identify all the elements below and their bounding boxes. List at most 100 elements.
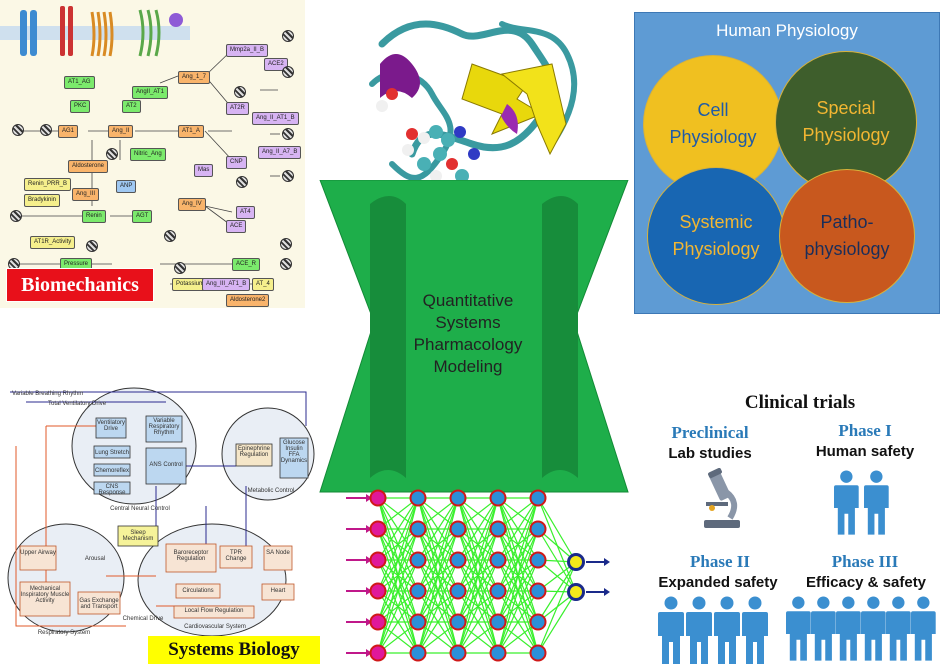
hidden-node — [529, 551, 547, 569]
network-edge — [417, 528, 459, 654]
network-edge — [377, 497, 419, 592]
network-edge — [377, 590, 419, 654]
person-icon — [834, 470, 859, 535]
systems-biology-label: Systems Biology — [148, 636, 320, 664]
qsp-line: Systems — [435, 313, 501, 332]
diagram-label: Glucose Insulin FFA Dynamics — [280, 440, 308, 464]
phase-subtitle: Efficacy & safety — [805, 574, 927, 591]
output-arrow-head — [604, 588, 610, 596]
hidden-node — [489, 582, 507, 600]
input-node — [369, 582, 387, 600]
pathway-node: AT1_A — [178, 125, 204, 138]
diagram-label: Total Ventilatory Drive — [48, 401, 107, 407]
person-icon — [714, 596, 740, 664]
pathway-node: Ang_III_AT1_B — [202, 278, 251, 291]
person-icon — [742, 596, 768, 664]
hidden-node — [529, 613, 547, 631]
phase-subtitle: Human safety — [815, 443, 915, 460]
degradation-icon — [174, 262, 186, 274]
degradation-icon — [280, 258, 292, 270]
pathway-node: AT2R — [226, 102, 249, 115]
degradation-icon — [106, 148, 118, 160]
neural-network-diagram — [346, 489, 610, 662]
degradation-icon — [282, 170, 294, 182]
output-node — [567, 583, 585, 601]
phase-heading: Phase III — [831, 552, 899, 571]
pathway-node: Bradykinin — [24, 194, 61, 207]
diagram-label: Chemoreflex — [94, 468, 129, 474]
diagram-label: Gas Exchange and Transport — [79, 598, 119, 610]
pathway-node: Potassium — [172, 278, 209, 291]
pathway-node: Renin_PRR_B — [24, 178, 72, 191]
pathway-node: Nitric_Ang — [130, 148, 166, 161]
person-icon — [861, 596, 886, 661]
network-edge — [417, 590, 459, 654]
hidden-node — [489, 644, 507, 662]
person-icon — [836, 596, 861, 661]
input-arrow-head — [366, 525, 372, 533]
phase-heading: Phase II — [690, 552, 750, 571]
hidden-node — [489, 551, 507, 569]
output-arrow-head — [604, 558, 610, 566]
degradation-icon — [40, 124, 52, 136]
hidden-node — [409, 582, 427, 600]
qsp-line: Modeling — [433, 357, 503, 376]
person-icon — [811, 596, 836, 661]
degradation-icon — [234, 86, 246, 98]
diagram-label: Sleep Mechanism — [122, 530, 154, 542]
input-node — [369, 489, 387, 507]
pathophysiology-circle: Patho-physiology — [779, 169, 915, 303]
diagram-label: Mechanical Inspiratory Muscle Activity — [20, 586, 70, 604]
pathway-node: AT_4 — [252, 278, 274, 291]
circle-label: Special — [816, 98, 876, 118]
diagram-label: Respiratory System — [37, 630, 91, 636]
network-edge — [537, 561, 577, 654]
hidden-node — [409, 613, 427, 631]
pathway-node: AT2 — [122, 100, 141, 113]
network-edge — [377, 559, 419, 654]
phase1-people-icon — [834, 470, 889, 535]
person-icon — [658, 596, 684, 664]
input-node — [369, 613, 387, 631]
diagram-label: Heart — [270, 588, 286, 594]
network-edge — [377, 528, 419, 654]
microscope-icon — [704, 468, 740, 528]
pathway-node: ACE — [226, 220, 247, 233]
diagram-label: Arousal — [84, 556, 106, 562]
output-node — [567, 553, 585, 571]
input-arrow-head — [366, 494, 372, 502]
diagram-label: Ventilatory Drive — [96, 420, 126, 432]
systems-biology-diagram — [6, 386, 318, 648]
network-edge — [417, 497, 459, 561]
diagram-label: Central Neural Control — [110, 506, 170, 512]
phase-heading: Phase I — [838, 421, 892, 440]
pathway-node: Ang_II — [108, 125, 134, 138]
network-edge — [457, 497, 499, 623]
diagram-label: Local Flow Regulation — [184, 608, 244, 614]
degradation-icon — [236, 176, 248, 188]
pathway-node: Renin — [82, 210, 106, 223]
hidden-node — [449, 489, 467, 507]
diagram-label: CNS Response — [98, 484, 126, 496]
network-edge — [377, 497, 419, 561]
pathway-node: Mmp2a_II_B — [226, 44, 269, 57]
phase-subtitle: Lab studies — [668, 445, 752, 462]
network-edge — [497, 559, 539, 654]
hidden-node — [529, 520, 547, 538]
person-icon — [786, 596, 811, 661]
degradation-icon — [10, 210, 22, 222]
pathway-node: AngII_AT1 — [132, 86, 168, 99]
pathway-node: AT1R_Activity — [30, 236, 76, 249]
circle-label: Physiology — [669, 127, 757, 147]
input-arrow-head — [366, 587, 372, 595]
circle-label: Cell — [697, 100, 729, 120]
diagram-label: Circulations — [182, 588, 214, 594]
hidden-node — [409, 644, 427, 662]
pathway-node: ACE2 — [264, 58, 288, 71]
pathway-node: Ang_1_7 — [178, 71, 211, 84]
degradation-icon — [164, 230, 176, 242]
receptor-membrane-illustration — [0, 6, 190, 57]
diagram-label: Baroreceptor Regulation — [173, 550, 209, 562]
network-edge — [457, 497, 499, 592]
pathway-node: Ang_IV — [178, 198, 206, 211]
